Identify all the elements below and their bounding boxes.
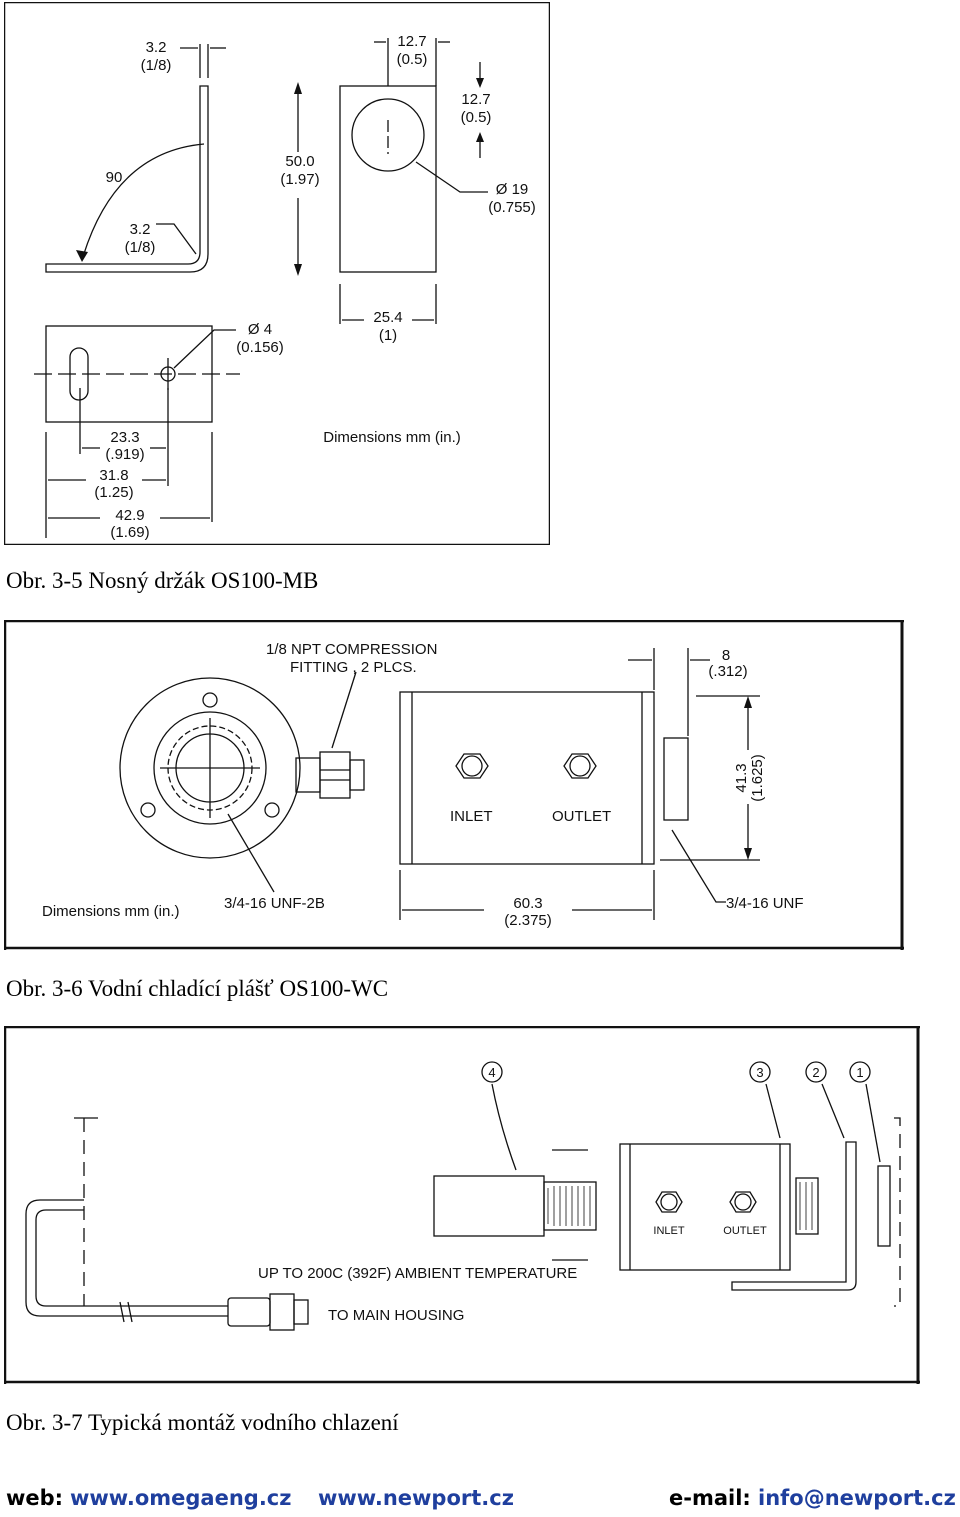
figure-mounting-bracket: 3.2 (1/8) 12.7 (0.5) 12.7 (0.5) 50.0 (1.… [4,2,550,545]
dim-thread-len-in: (.312) [708,663,747,680]
dim-body-length: 60.3 [513,895,542,912]
dim-length-in: (1.69) [110,524,149,541]
dim-height: 50.0 [285,153,314,170]
dim-hole-pos-in: (1.25) [94,484,133,501]
inlet-label: INLET [653,1225,684,1237]
fitting-label-line1: 1/8 NPT COMPRESSION [266,641,437,658]
dim-thickness: 3.2 [146,39,167,56]
inlet-label: INLET [450,808,493,825]
dim-length: 42.9 [115,507,144,524]
dim-small-hole: Ø 4 [248,321,272,338]
housing-note: TO MAIN HOUSING [328,1307,464,1324]
dim-hole-offset-in: (0.5) [397,51,428,68]
figure-water-jacket: 1/8 NPT COMPRESSION FITTING , 2 PLCS. 8 … [4,620,904,950]
callout-4: 4 [488,1065,495,1080]
callout-2: 2 [812,1065,819,1080]
callout-3: 3 [756,1065,763,1080]
dim-small-hole-in: (0.156) [236,339,284,356]
dim-body-height: 41.3 [733,763,750,792]
dim-body-length-in: (2.375) [504,912,552,929]
units-note: Dimensions mm (in.) [42,903,180,920]
dim-bend-in: (1/8) [125,239,156,256]
temperature-note: UP TO 200C (392F) AMBIENT TEMPERATURE [258,1265,577,1282]
figure-water-cooling-mount: 4 3 2 1 INLET OUTLET UP TO 200C (392F) A… [4,1026,920,1384]
dim-width: 25.4 [373,309,402,326]
dim-hole-dia-in: (0.755) [488,199,536,216]
email-label: e-mail: [669,1486,751,1510]
link-email[interactable]: info@newport.cz [758,1486,956,1510]
dim-hole-pos: 31.8 [99,467,128,484]
dim-slot-in: (.919) [105,446,144,463]
dim-width-in: (1) [379,327,397,344]
thread-external: 3/4-16 UNF [726,895,804,912]
bracket-drawing: 3.2 (1/8) 12.7 (0.5) 12.7 (0.5) 50.0 (1.… [4,2,550,545]
dim-thickness-in: (1/8) [141,57,172,74]
dim-hole-top-in: (0.5) [461,109,492,126]
dim-bend: 3.2 [130,221,151,238]
dim-thread-len: 8 [722,647,730,664]
units-note: Dimensions mm (in.) [323,429,461,446]
dim-height-in: (1.97) [280,171,319,188]
mount-drawing: 4 3 2 1 INLET OUTLET UP TO 200C (392F) A… [4,1026,920,1384]
outlet-label: OUTLET [552,808,611,825]
web-label: web: [6,1486,64,1510]
page-footer: web: www.omegaeng.cz www.newport.cz e-ma… [6,1486,956,1514]
dim-slot: 23.3 [110,429,139,446]
link-omegaeng[interactable]: www.omegaeng.cz [70,1486,292,1510]
dim-hole-top: 12.7 [461,91,490,108]
link-newport[interactable]: www.newport.cz [318,1486,514,1510]
callout-1: 1 [856,1065,863,1080]
water-jacket-drawing: 1/8 NPT COMPRESSION FITTING , 2 PLCS. 8 … [4,620,904,950]
dim-hole-dia: Ø 19 [496,181,529,198]
fitting-label-line2: FITTING , 2 PLCS. [290,659,417,676]
dim-angle: 90 [106,169,123,186]
caption-fig-3-5: Obr. 3-5 Nosný držák OS100-MB [6,568,319,593]
dim-hole-offset: 12.7 [397,33,426,50]
thread-internal: 3/4-16 UNF-2B [224,895,325,912]
caption-fig-3-6: Obr. 3-6 Vodní chladící plášť OS100-WC [6,976,389,1001]
outlet-label: OUTLET [723,1225,767,1237]
caption-fig-3-7: Obr. 3-7 Typická montáž vodního chlazení [6,1410,399,1435]
dim-body-height-in: (1.625) [749,754,766,802]
